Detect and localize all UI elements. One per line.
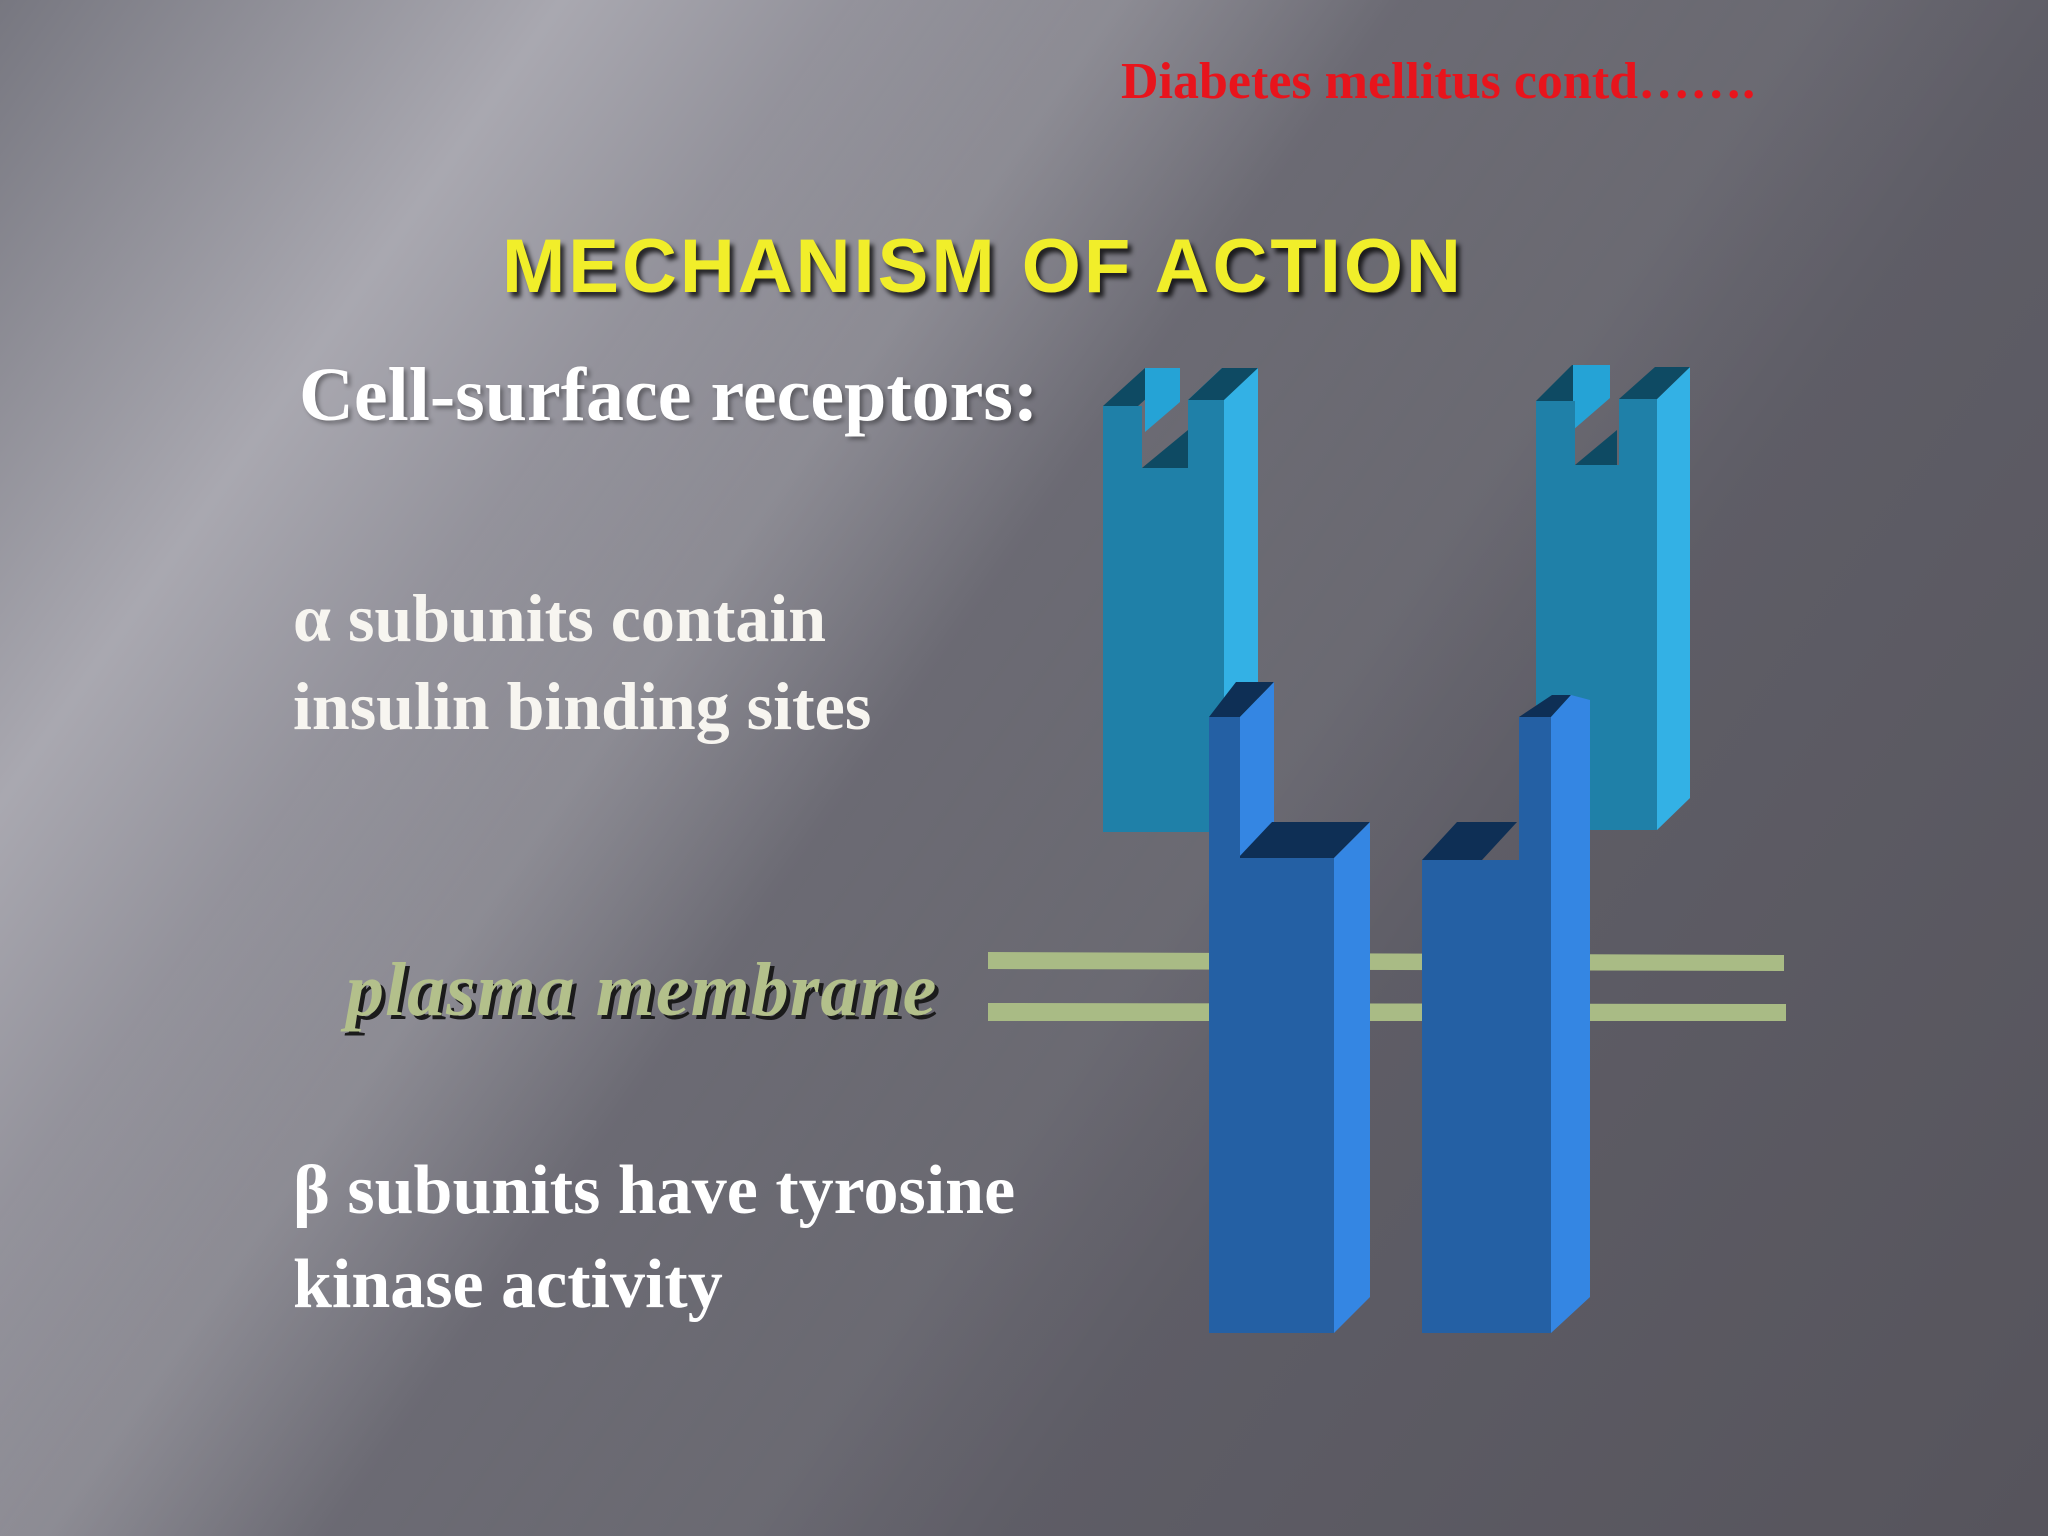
beta-text-line: β subunits have tyrosine (293, 1152, 1016, 1229)
receptors-heading: Cell-surface receptors: (299, 353, 1039, 437)
beta-text-line: kinase activity (293, 1246, 723, 1323)
slide-title: MECHANISM OF ACTION (502, 224, 1464, 309)
alpha-text-line: α subunits contain (293, 580, 827, 656)
plasma-membrane-label: plasma membrane (346, 948, 938, 1032)
membrane-front-segments (1370, 955, 1422, 1020)
slide-subtitle: Diabetes mellitus contd……. (1121, 53, 1756, 110)
beta-subunit-left (1209, 682, 1370, 1333)
beta-subunit-description: β subunits have tyrosine kinase activity (293, 1144, 1015, 1332)
beta-subunit-right (1422, 695, 1590, 1333)
alpha-subunit-description: α subunits contain insulin binding sites (293, 574, 871, 750)
alpha-text-line: insulin binding sites (293, 668, 872, 744)
